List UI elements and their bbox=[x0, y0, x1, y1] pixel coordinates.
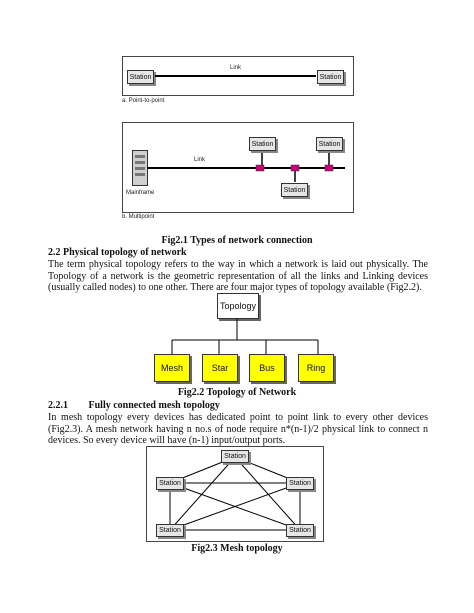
fig3-caption: Fig2.3 Mesh topology bbox=[191, 543, 283, 554]
topology-bus-box: Bus bbox=[249, 354, 285, 382]
point-to-point-caption: a. Point-to-point bbox=[122, 98, 165, 104]
station-top-left: Station bbox=[249, 137, 276, 151]
topology-star-box: Star bbox=[202, 354, 238, 382]
multipoint-link bbox=[147, 152, 345, 182]
mainframe-label: Mainframe bbox=[126, 190, 155, 196]
section-2-2-1-paragraph: In mesh topology every devices has dedic… bbox=[48, 412, 428, 446]
topology-tree-lines bbox=[171, 319, 319, 354]
station-left: Station bbox=[127, 70, 154, 84]
mesh-station-bottom-right: Station bbox=[286, 524, 314, 537]
station-right: Station bbox=[317, 70, 344, 84]
topology-root-box: Topology bbox=[217, 293, 259, 319]
section-2-2-heading: 2.2 Physical topology of network bbox=[48, 247, 187, 258]
fig2-caption: Fig2.2 Topology of Network bbox=[177, 387, 297, 398]
mesh-station-left: Station bbox=[156, 477, 184, 490]
section-2-2-1-heading: 2.2.1 Fully connected mesh topology bbox=[48, 400, 220, 411]
station-bottom: Station bbox=[281, 183, 308, 197]
section-2-2-1-number: 2.2.1 bbox=[48, 400, 68, 411]
multipoint-caption: b. Multipoint bbox=[122, 214, 155, 220]
mesh-station-right: Station bbox=[286, 477, 314, 490]
mesh-links bbox=[169, 456, 301, 531]
section-2-2-1-title: Fully connected mesh topology bbox=[88, 400, 220, 411]
point-to-point-link-label: Link bbox=[230, 65, 242, 71]
mainframe-icon bbox=[132, 150, 148, 186]
fig1-caption: Fig2.1 Types of network connection bbox=[161, 235, 313, 246]
topology-mesh-box: Mesh bbox=[154, 354, 190, 382]
mesh-station-top: Station bbox=[221, 450, 249, 463]
mesh-station-bottom-left: Station bbox=[156, 524, 184, 537]
topology-ring-box: Ring bbox=[298, 354, 334, 382]
section-2-2-paragraph: The term physical topology refers to the… bbox=[48, 259, 428, 293]
point-to-point-link bbox=[155, 75, 316, 77]
multipoint-link-label: Link bbox=[194, 157, 206, 163]
station-top-right: Station bbox=[316, 137, 343, 151]
